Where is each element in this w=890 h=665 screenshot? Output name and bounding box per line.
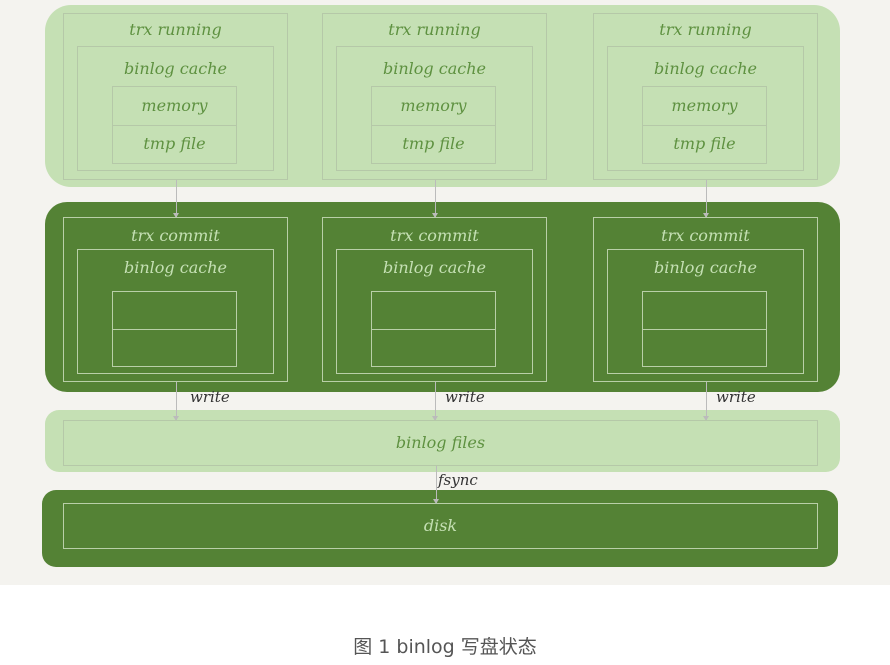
memory-label: memory	[141, 96, 208, 115]
write-label: write	[445, 388, 485, 406]
binlog-cache-box: binlog cache memory tmp file	[336, 46, 533, 171]
binlog-files-box: binlog files	[63, 420, 818, 466]
cache-storage-box: memory tmp file	[371, 86, 496, 164]
trx-running-label: trx running	[388, 20, 481, 39]
trx-commit-label: trx commit	[661, 226, 750, 245]
commit-panel	[45, 202, 840, 392]
commit-arrow	[703, 180, 709, 218]
binlog-cache-box: binlog cache	[77, 249, 274, 374]
tmp-file-label: tmp file	[673, 134, 736, 153]
trx-running-box: trx running binlog cache memory tmp file	[322, 13, 547, 180]
figure-caption: 图 1 binlog 写盘状态	[353, 636, 537, 658]
trx-commit-box: trx commit binlog cache	[63, 217, 288, 382]
fsync-arrow	[433, 466, 439, 504]
trx-commit-box: trx commit binlog cache	[593, 217, 818, 382]
disk-box: disk	[63, 503, 818, 549]
binlog-files-label: binlog files	[395, 433, 486, 452]
tmp-file-label: tmp file	[402, 134, 465, 153]
trx-commit-label: trx commit	[131, 226, 220, 245]
binlog-cache-box: binlog cache	[607, 249, 804, 374]
binlog-cache-label: binlog cache	[124, 59, 227, 78]
write-arrow	[432, 382, 438, 421]
disk-label: disk	[423, 516, 458, 535]
binlog-cache-label: binlog cache	[383, 258, 486, 277]
cache-storage-box	[642, 291, 767, 367]
memory-label: memory	[400, 96, 467, 115]
commit-arrow	[432, 180, 438, 218]
trx-commit-box: trx commit binlog cache	[322, 217, 547, 382]
tmp-file-label: tmp file	[143, 134, 206, 153]
write-label: write	[716, 388, 756, 406]
write-arrow	[173, 382, 179, 421]
cache-storage-box	[112, 291, 237, 367]
cache-storage-box	[371, 291, 496, 367]
binlog-cache-box: binlog cache memory tmp file	[607, 46, 804, 171]
commit-arrow	[173, 180, 179, 218]
fsync-label: fsync	[438, 471, 478, 489]
cache-storage-box: memory tmp file	[112, 86, 237, 164]
binlog-cache-label: binlog cache	[654, 258, 757, 277]
binlog-cache-box: binlog cache	[336, 249, 533, 374]
disk-panel	[42, 490, 838, 567]
cache-storage-box: memory tmp file	[642, 86, 767, 164]
running-panel	[45, 5, 840, 187]
binlog-cache-box: binlog cache memory tmp file	[77, 46, 274, 171]
binlog-cache-label: binlog cache	[654, 59, 757, 78]
memory-label: memory	[671, 96, 738, 115]
trx-running-box: trx running binlog cache memory tmp file	[593, 13, 818, 180]
trx-running-box: trx running binlog cache memory tmp file	[63, 13, 288, 180]
write-label: write	[190, 388, 230, 406]
trx-running-label: trx running	[129, 20, 222, 39]
binlog-cache-label: binlog cache	[383, 59, 486, 78]
trx-commit-label: trx commit	[390, 226, 479, 245]
binlog-cache-label: binlog cache	[124, 258, 227, 277]
write-arrow	[703, 382, 709, 421]
trx-running-label: trx running	[659, 20, 752, 39]
